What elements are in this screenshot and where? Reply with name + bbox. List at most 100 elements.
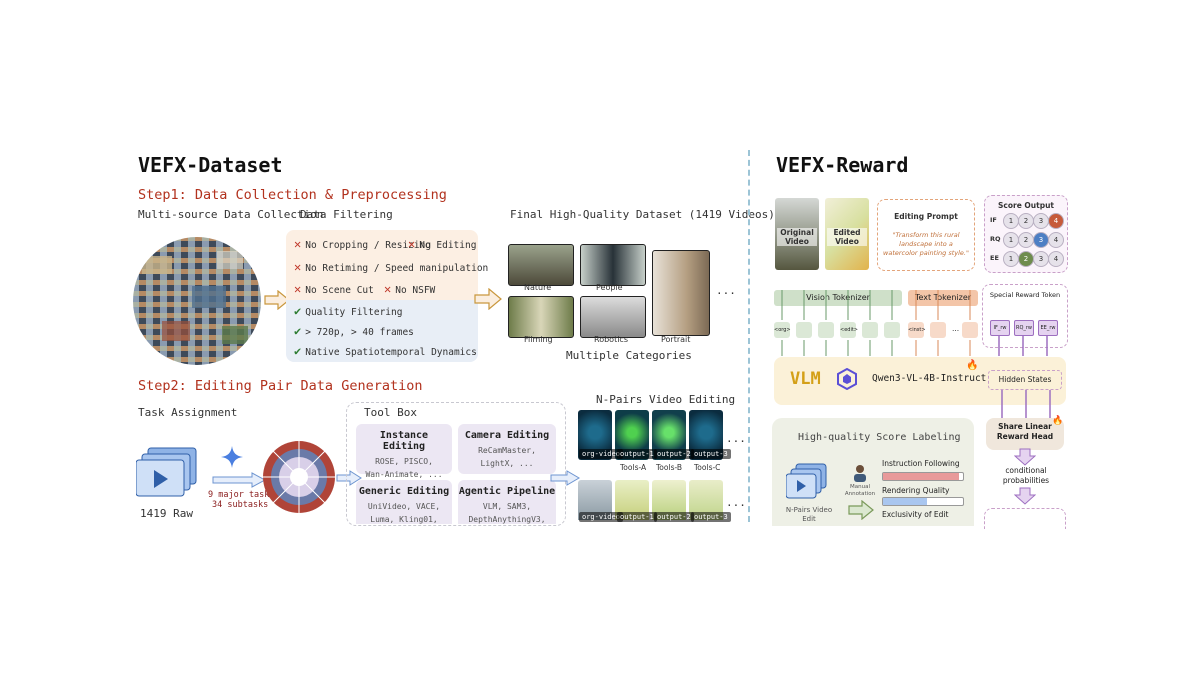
task-wheel-icon <box>263 441 335 513</box>
tool-label: Tools-A <box>620 463 647 472</box>
score-circle: 2 <box>1018 232 1034 248</box>
tool-label: Tools-C <box>694 463 721 472</box>
arrow-right-icon <box>550 470 580 486</box>
reward-token-ee: EE_rw <box>1038 320 1058 336</box>
check-icon: ✔ <box>294 324 302 338</box>
category-thumb-filming <box>508 296 574 338</box>
arrow-right-icon <box>848 500 874 520</box>
filter-no-nsfw: ✕No NSFW <box>384 282 436 296</box>
video-stack-icon <box>786 463 827 499</box>
pair-label: output-3 <box>691 512 731 522</box>
category-label: People <box>596 283 623 292</box>
hidden-states: Hidden States <box>988 370 1062 390</box>
gemini-star-icon <box>221 446 243 468</box>
multi-source-label: Multi-source Data Collection <box>138 208 324 221</box>
pairs-ellipsis: ... <box>726 432 746 445</box>
tool-camera-editing: Camera Editing ReCamMaster,LightX, ... <box>458 424 556 474</box>
video-stack-icon <box>136 447 197 497</box>
fire-icon: 🔥 <box>966 360 979 371</box>
tasks-count-label: 9 major tasks 34 subtasks <box>208 490 275 510</box>
pair-label: output-2 <box>654 512 694 522</box>
edited-video-label: Edited Video <box>827 228 867 246</box>
check-icon: ✔ <box>294 304 302 318</box>
token-arrows <box>781 290 1048 356</box>
cross-icon: ✕ <box>408 237 416 251</box>
multiple-categories-label: Multiple Categories <box>566 349 692 362</box>
score-row-label: RQ <box>990 235 1001 243</box>
category-thumb-robotics <box>580 296 646 338</box>
categories-ellipsis: ... <box>716 284 736 297</box>
criteria-instruction-following: Instruction Following <box>882 459 960 468</box>
score-circle: 3 <box>1033 213 1049 229</box>
pairs-ellipsis: ... <box>726 496 746 509</box>
vision-token <box>796 322 812 338</box>
pair-label: output-2 <box>654 449 694 459</box>
task-assignment-label: Task Assignment <box>138 406 238 419</box>
positive-filters-panel <box>286 300 478 362</box>
category-thumb-nature <box>508 244 574 286</box>
arrow-down-icon <box>1014 487 1036 505</box>
arrow-right-icon <box>474 288 502 310</box>
filter-no-cropping: ✕No Cropping / Resizing <box>294 237 432 251</box>
negative-filters-panel <box>286 230 478 300</box>
original-video-label: Original Video <box>777 228 817 246</box>
criteria-exclusivity: Exclusivity of Edit <box>882 510 949 519</box>
check-icon: ✔ <box>294 344 302 358</box>
category-label: Filming <box>524 335 553 344</box>
tool-generic-editing: Generic Editing UniVideo, VACE,Luma, Kli… <box>356 480 452 524</box>
text-token <box>930 322 946 338</box>
score-circle: 3 <box>1033 251 1049 267</box>
tool-box-label: Tool Box <box>364 406 417 419</box>
score-circle: 4 <box>1048 232 1064 248</box>
video-collage <box>132 236 262 366</box>
category-label: Nature <box>524 283 552 292</box>
filter-no-editing: ✕No Editing <box>408 237 477 251</box>
vision-token <box>884 322 900 338</box>
score-result-box <box>984 508 1066 529</box>
filter-no-retiming: ✕No Retiming / Speed manipulation <box>294 260 489 274</box>
video-collage-graphic <box>133 237 261 365</box>
filter-no-scene-cut: ✕No Scene Cut <box>294 282 374 296</box>
pair-label: output-1 <box>617 512 657 522</box>
step2-title: Step2: Editing Pair Data Generation <box>138 378 423 394</box>
vlm-block <box>774 357 1066 405</box>
text-tokenizer: Text Tokenizer <box>908 290 978 306</box>
score-circle: 4 <box>1048 213 1064 229</box>
score-row-label: EE <box>990 254 999 262</box>
reward-title: VEFX-Reward <box>776 153 909 177</box>
tool-agentic-pipeline: Agentic Pipeline VLM, SAM3,DepthAnything… <box>458 480 556 524</box>
filter-resolution: ✔> 720p, > 40 frames <box>294 324 414 338</box>
annotator-icon <box>854 465 866 482</box>
raw-videos-label: 1419 Raw <box>140 507 193 520</box>
text-token: <inst> <box>908 322 926 338</box>
step1-title: Step1: Data Collection & Preprocessing <box>138 187 447 203</box>
category-label: Portrait <box>661 335 691 344</box>
npairs-label: N-Pairs Video Editing <box>596 393 736 406</box>
vlm-label: VLM <box>790 369 821 389</box>
arrow-right-icon <box>212 472 266 488</box>
arrow-right-icon <box>264 290 290 310</box>
tool-instance-editing: Instance Editing ROSE, PISCO,Wan-Animate… <box>356 424 452 479</box>
category-thumb-portrait <box>652 250 710 336</box>
cross-icon: ✕ <box>384 282 392 296</box>
criteria-rendering-quality: Rendering Quality <box>882 486 950 495</box>
reward-token-if: IF_rw <box>990 320 1010 336</box>
vision-token: <org> <box>774 322 791 338</box>
criteria-bar <box>882 497 964 506</box>
filter-dynamics: ✔Native Spatiotemporal Dynamics <box>294 344 477 358</box>
category-label: Robotics <box>594 335 628 344</box>
dataset-title: VEFX-Dataset <box>138 153 283 177</box>
score-circle: 2 <box>1018 251 1034 267</box>
score-circle: 4 <box>1048 251 1064 267</box>
cross-icon: ✕ <box>294 282 302 296</box>
pair-label: org-video <box>579 449 623 459</box>
qwen-logo-icon <box>837 368 857 390</box>
cross-icon: ✕ <box>294 260 302 274</box>
hq-score-title: High-quality Score Labeling <box>798 432 961 443</box>
filter-quality: ✔Quality Filtering <box>294 304 403 318</box>
fire-icon: 🔥 <box>1052 416 1064 426</box>
vision-token <box>862 322 878 338</box>
data-filtering-label: Data Filtering <box>300 208 393 221</box>
